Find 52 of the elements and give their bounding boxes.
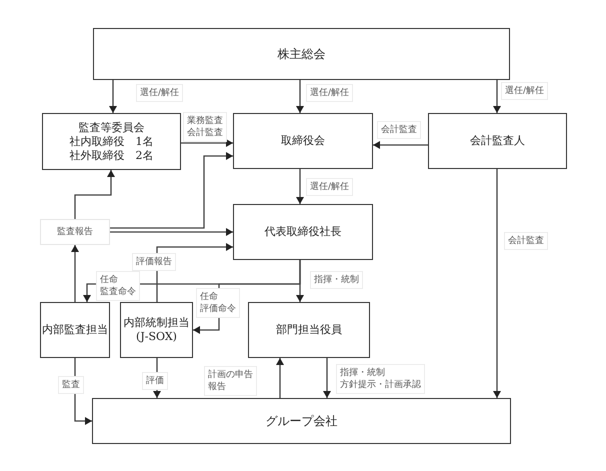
edge-label: 選任/解任 — [501, 82, 548, 100]
process-box — [428, 113, 567, 169]
report-box — [40, 219, 110, 245]
arrow — [296, 260, 304, 302]
process-box — [92, 398, 511, 444]
edge-label: 選任/解任 — [136, 84, 184, 102]
arrow — [181, 139, 233, 147]
process-box — [120, 302, 193, 358]
process-box — [40, 302, 110, 358]
box-text: グループ会社 — [266, 414, 338, 428]
edge-label: 指揮・統制方針提示・計画承認 — [336, 364, 425, 394]
process-box — [233, 113, 373, 169]
box-text: 内部監査担当 — [42, 323, 108, 337]
process-box — [42, 113, 181, 170]
box-text: 社外取締役 2名 — [70, 148, 154, 162]
edge-label: 指揮・統制 — [310, 271, 363, 289]
edge-label: 評価報告 — [132, 253, 176, 271]
edge-label: 業務監査会計監査 — [183, 112, 227, 142]
arrow — [276, 358, 284, 398]
box-text: 取締役会 — [281, 134, 325, 148]
box-text: 代表取締役社長 — [264, 225, 342, 239]
arrow — [296, 169, 304, 204]
process-box — [93, 28, 510, 80]
box-text: 内部統制担当 — [124, 316, 190, 330]
process-box — [248, 302, 370, 358]
edge-label: 評価 — [142, 372, 168, 390]
edge-label: 任命評価命令 — [196, 288, 240, 318]
box-text: 会計監査人 — [470, 134, 525, 148]
arrow — [71, 245, 79, 302]
arrow — [323, 358, 331, 398]
edge-label: 会計監査 — [377, 121, 421, 139]
box-text: 監査報告 — [57, 226, 93, 239]
box-text: 監査等委員会 — [78, 120, 144, 134]
edge-label: 選任/解任 — [306, 84, 354, 102]
edge-label: 監査 — [58, 376, 84, 394]
box-text: 株主総会 — [278, 47, 326, 61]
arrow — [493, 80, 501, 113]
arrow — [296, 80, 304, 113]
box-text: 部門担当役員 — [276, 323, 342, 337]
arrow — [74, 170, 115, 219]
arrow — [110, 228, 233, 236]
edge-label: 任命監査命令 — [96, 271, 140, 301]
arrow — [493, 169, 501, 398]
edge-label: 会計監査 — [504, 232, 548, 250]
arrow — [110, 152, 233, 229]
process-box — [233, 204, 373, 260]
box-text: 社内取締役 1名 — [70, 134, 154, 148]
arrow — [109, 80, 117, 113]
edge-label: 計画の申告報告 — [204, 366, 257, 396]
box-text: (J-SOX) — [136, 330, 177, 344]
arrow — [373, 141, 428, 149]
edge-label: 選任/解任 — [306, 178, 354, 196]
